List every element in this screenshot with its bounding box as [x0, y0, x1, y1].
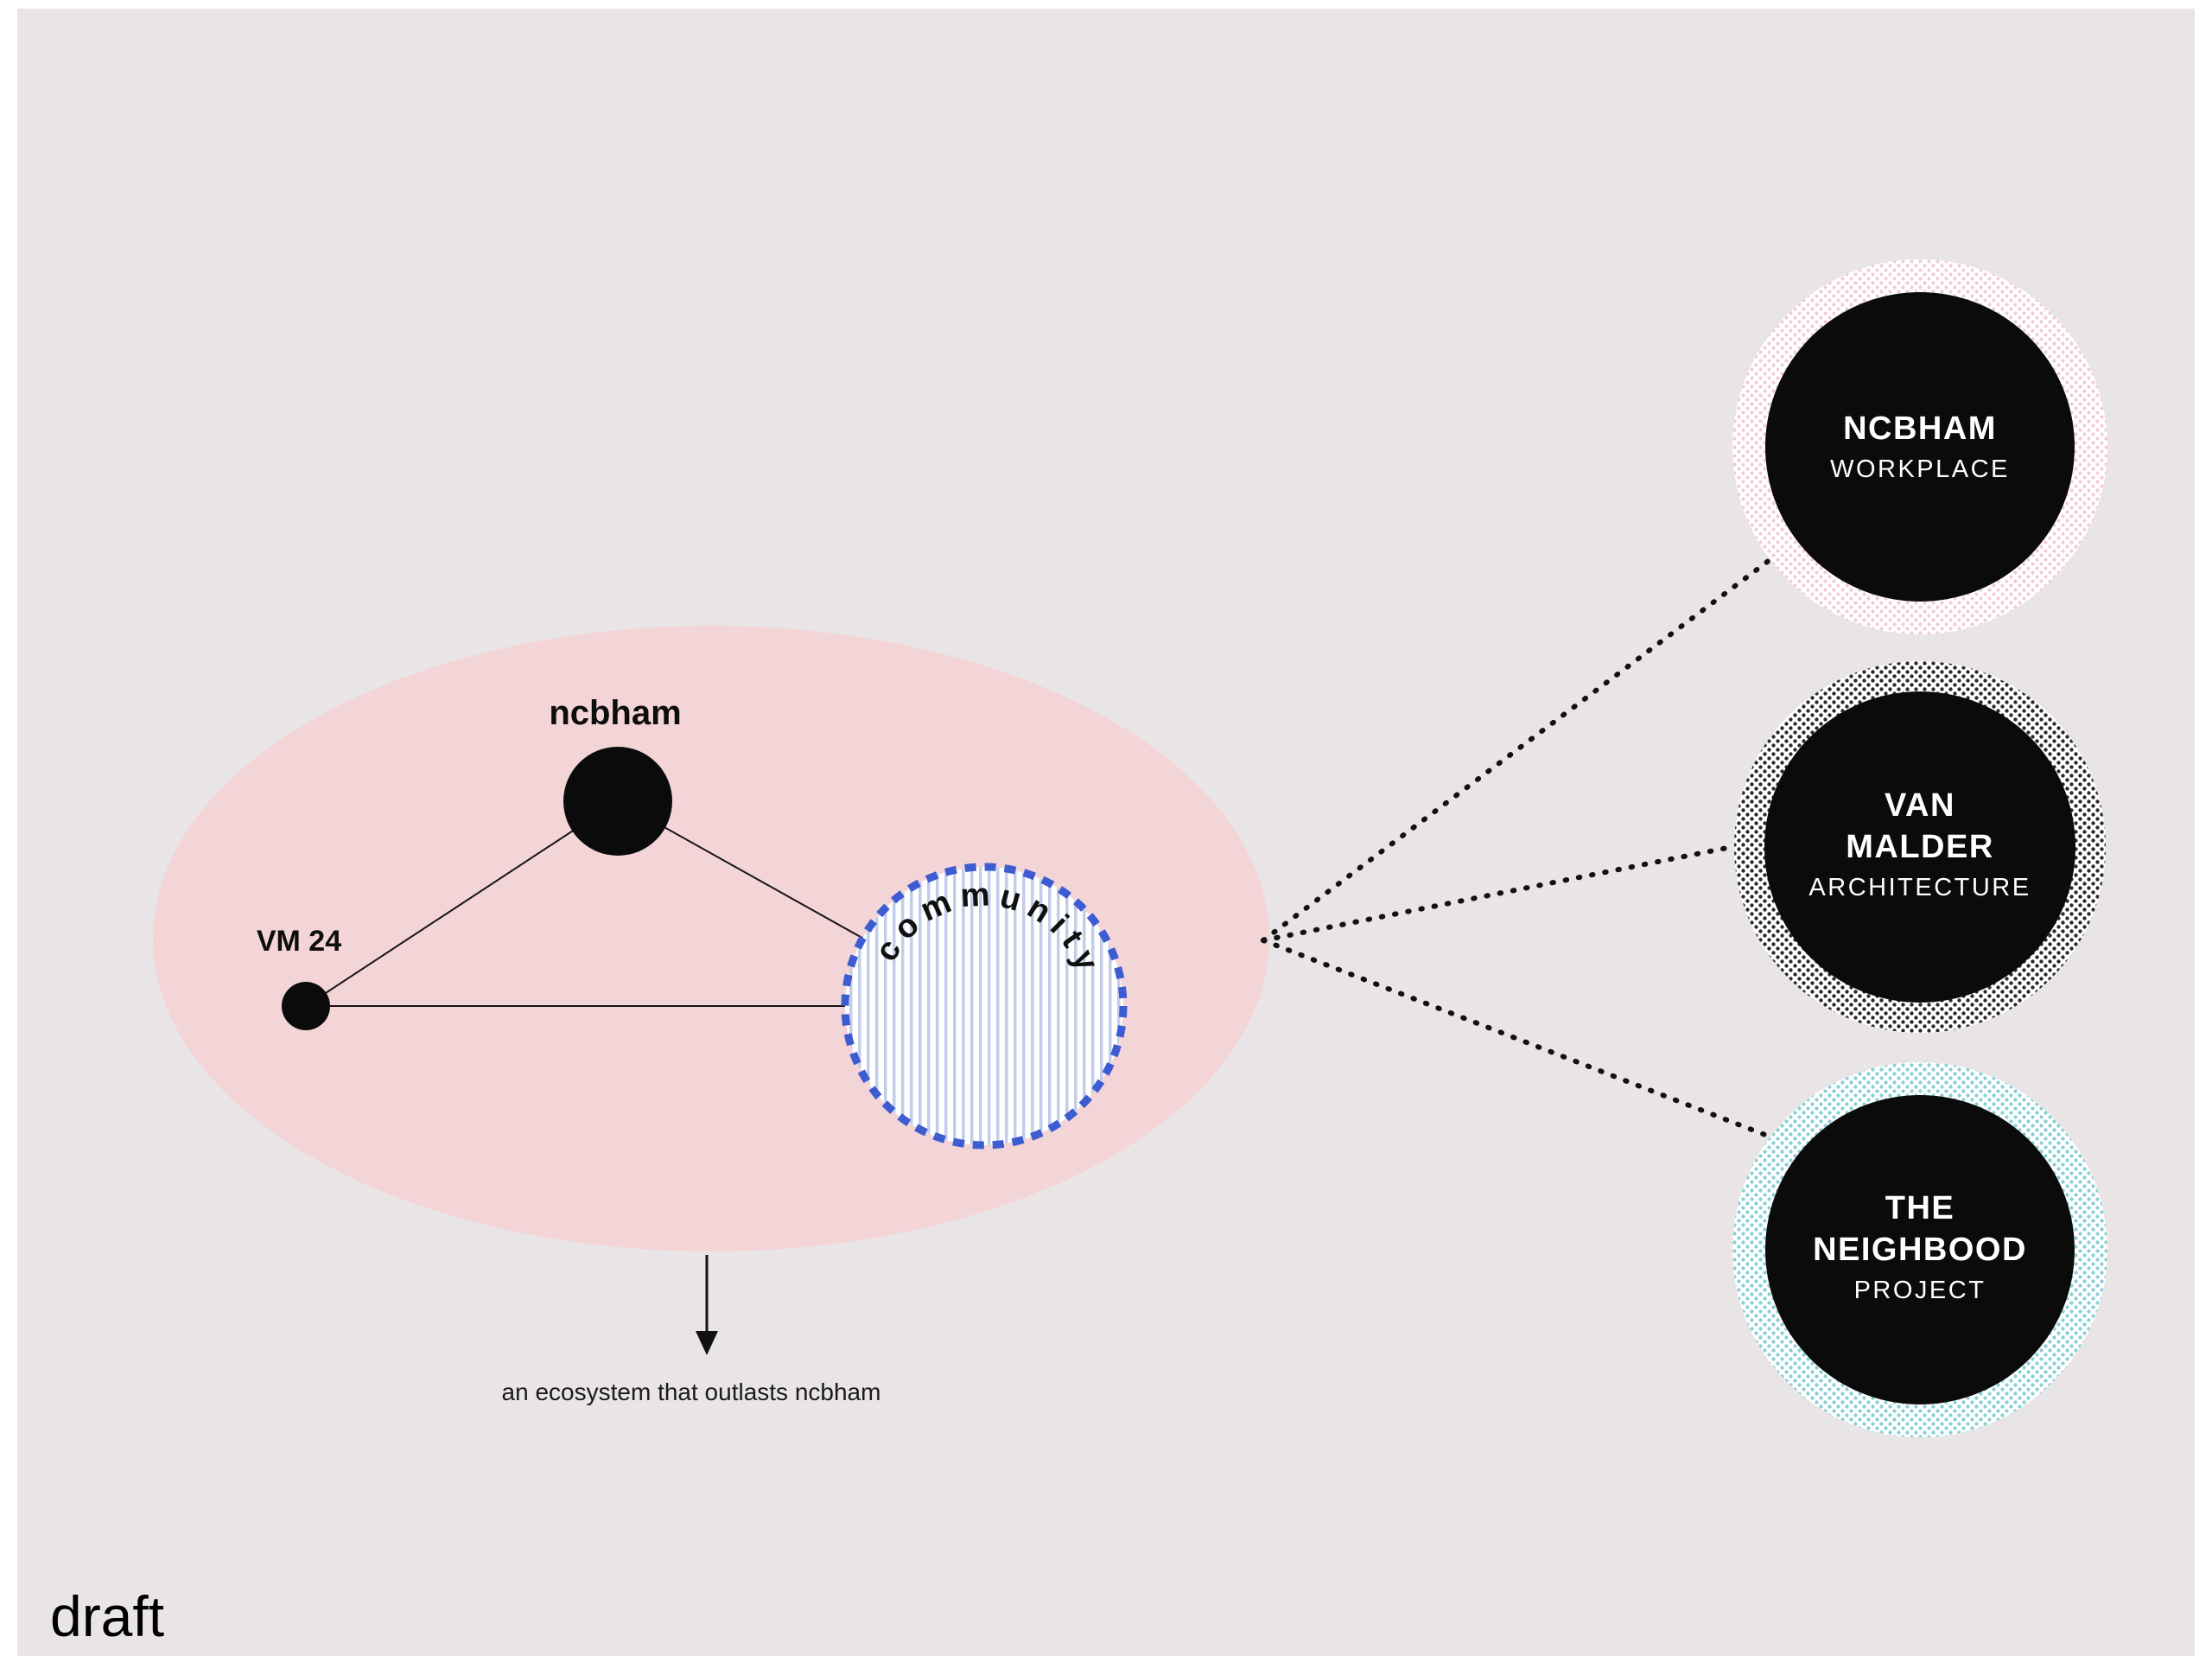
neighbood-title-line2: NEIGHBOOD: [1813, 1232, 2027, 1268]
community-circle: [841, 863, 1128, 1150]
dotted-link-neighbood: [1261, 938, 1772, 1139]
van-malder-subtitle: ARCHITECTURE: [1808, 874, 2031, 901]
node-neighbood-project: THE NEIGHBOOD PROJECT: [1732, 1062, 2107, 1437]
node-ncbham-workplace: NCBHAM WORKPLACE: [1732, 259, 2107, 634]
vm24-dot: [282, 982, 330, 1030]
van-malder-circle: [1764, 691, 2075, 1003]
dotted-link-ncbham-workplace: [1261, 557, 1772, 943]
vm24-label: VM 24: [257, 925, 341, 958]
van-malder-title-line2: MALDER: [1846, 829, 1994, 865]
node-van-malder: VAN MALDER ARCHITECTURE: [1734, 661, 2106, 1033]
dotted-link-van-malder: [1261, 844, 1734, 943]
down-arrow-head: [696, 1331, 718, 1355]
neighbood-circle: [1765, 1095, 2075, 1404]
ncbham-workplace-subtitle: WORKPLACE: [1830, 455, 2010, 483]
draft-label: draft: [50, 1584, 164, 1648]
ncbham-dot: [563, 747, 672, 856]
ncbham-workplace-title: NCBHAM: [1843, 411, 1997, 447]
ecosystem-caption: an ecosystem that outlasts ncbham: [502, 1379, 881, 1405]
link-ncbham-vm24: [305, 800, 619, 1007]
van-malder-title-line1: VAN: [1885, 787, 1955, 824]
ncbham-label: ncbham: [549, 694, 681, 732]
ncbham-workplace-circle: [1765, 292, 2075, 602]
neighbood-subtitle: PROJECT: [1854, 1277, 1986, 1304]
neighbood-title-line1: THE: [1885, 1190, 1955, 1226]
